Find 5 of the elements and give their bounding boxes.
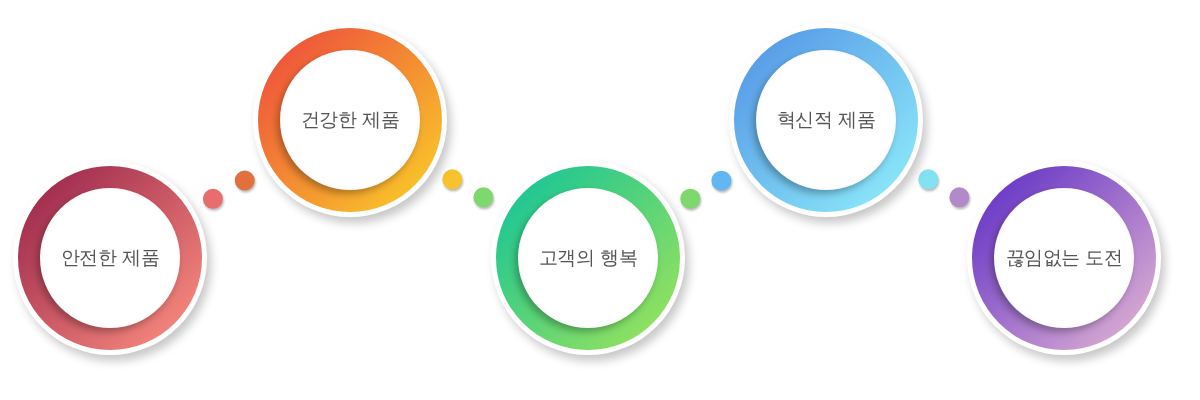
node-label: 안전한 제품 xyxy=(60,245,159,270)
node-label: 고객의 행복 xyxy=(538,245,637,270)
node-label: 혁신적 제품 xyxy=(776,107,875,132)
node-label: 건강한 제품 xyxy=(300,107,399,132)
node-label: 끊임없는 도전 xyxy=(1005,245,1123,270)
